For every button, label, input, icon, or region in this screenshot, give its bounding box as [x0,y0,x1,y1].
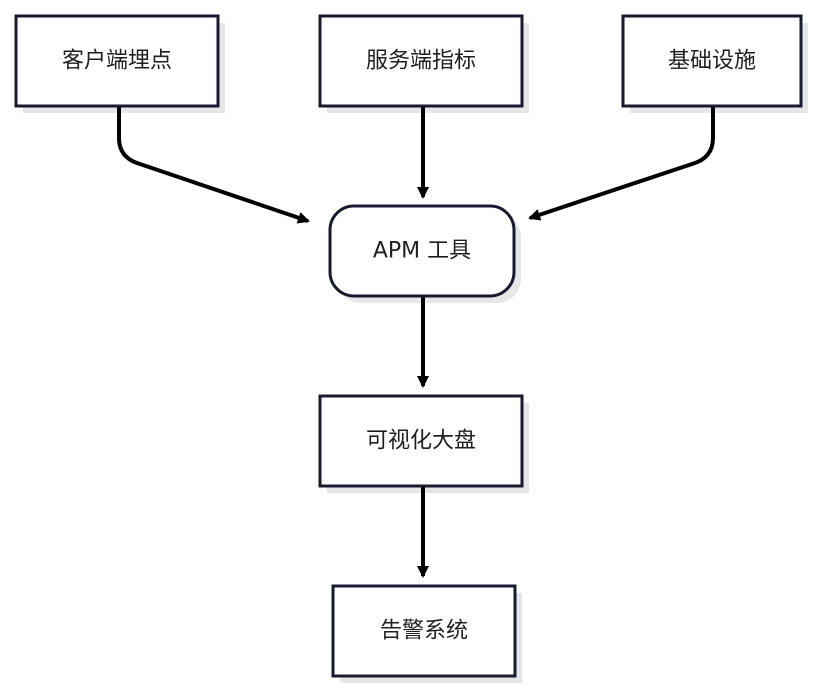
node-dashboard [318,394,524,488]
label-infrastructure: 基础设施 [668,49,756,74]
label-client-instrumentation: 客户端埋点 [62,49,172,74]
node-shadows [23,23,808,683]
label-dashboard: 可视化大盘 [366,429,476,454]
node-apm-tool [328,204,516,298]
label-server-metrics: 服务端指标 [366,49,476,74]
label-alert-system: 告警系统 [380,619,468,644]
label-apm-tool: APM 工具 [373,239,471,264]
node-infrastructure [621,14,803,108]
node-server-metrics [318,14,524,108]
node-alert-system [331,584,517,678]
node-client-instrumentation [14,14,220,108]
edges [117,106,715,578]
edge-infra-to-apm [528,106,715,221]
edge-client-to-apm [117,106,310,224]
